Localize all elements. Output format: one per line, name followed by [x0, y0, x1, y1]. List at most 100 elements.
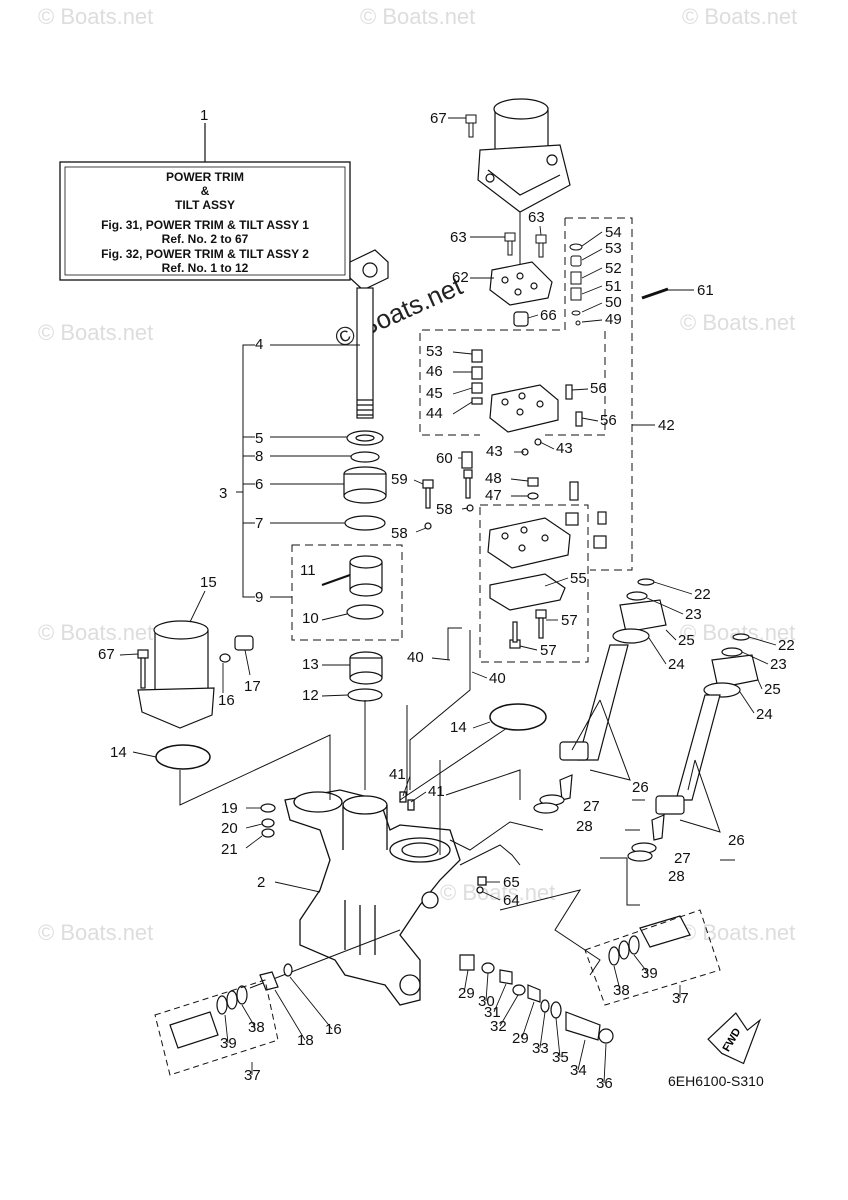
ref-label: 14: [450, 719, 467, 736]
ref-label: 14: [110, 744, 127, 761]
info-title-line1: POWER TRIM: [166, 170, 244, 184]
ref-label: 13: [302, 656, 319, 673]
watermark-text: © Boats.net: [38, 620, 153, 645]
ref-label: 34: [570, 1062, 587, 1079]
ref-label: 43: [556, 440, 573, 457]
diagram-code: 6EH6100-S310: [668, 1073, 764, 1089]
ref-label: 50: [605, 294, 622, 311]
ref-label: 31: [484, 1004, 501, 1021]
tilt-cylinder-column: [321, 249, 389, 702]
ref-label: 58: [391, 525, 408, 542]
main-housing: [284, 789, 487, 1006]
ref-label: 57: [561, 612, 578, 629]
ref-label: 40: [407, 649, 424, 666]
reservoir-tank: [137, 620, 254, 729]
ref-label: 28: [576, 818, 593, 835]
screws-top: [465, 114, 547, 258]
ref-label: 62: [452, 269, 469, 286]
ref-labels: 67 63 63 62 66 54 53 52 51 50 49 61 53 4…: [98, 110, 795, 1092]
watermark-text: © Boats.net: [38, 920, 153, 945]
ref-label: 60: [436, 450, 453, 467]
ref-label: 23: [685, 606, 702, 623]
info-ref-line4: Fig. 31, POWER TRIM & TILT ASSY 1: [101, 218, 309, 232]
trim-motor: [477, 98, 571, 213]
info-ref-line5: Ref. No. 2 to 67: [162, 232, 249, 246]
ref-label: 21: [221, 841, 238, 858]
ref-label: 47: [485, 487, 502, 504]
ref-label: 27: [583, 798, 600, 815]
ref-label: 57: [540, 642, 557, 659]
ref-label: 67: [430, 110, 447, 127]
ref-label: 55: [570, 570, 587, 587]
ref-label: 61: [697, 282, 714, 299]
watermark-text: © Boats.net: [38, 4, 153, 29]
ref-label: 67: [98, 646, 115, 663]
ref-label: 9: [255, 589, 263, 606]
fwd-arrow: FWD: [707, 1012, 762, 1065]
ref-label: 38: [248, 1019, 265, 1036]
ref-label: 11: [300, 562, 316, 579]
watermark-text: © Boats.net: [440, 880, 555, 905]
ref-label: 10: [302, 610, 319, 627]
ref-label: 2: [257, 874, 265, 891]
ref-label-1: 1: [200, 107, 208, 124]
label-leaders: [119, 117, 777, 1084]
valve-block-lower: [422, 451, 607, 649]
ref-label: 33: [532, 1040, 549, 1057]
ref-label: 19: [221, 800, 238, 817]
ref-label: 38: [613, 982, 630, 999]
ref-label: 42: [658, 417, 675, 434]
ref-label: 35: [552, 1049, 569, 1066]
ref-label: 24: [756, 706, 773, 723]
ref-label: 26: [632, 779, 649, 796]
dashed-group-37: [154, 909, 721, 1076]
ref-label: 66: [540, 307, 557, 324]
ref-label: 37: [672, 990, 689, 1007]
ref-label: 17: [244, 678, 261, 695]
trim-cylinders-right: [533, 578, 759, 862]
ref-label: 22: [778, 637, 795, 654]
ref-label: 7: [255, 515, 263, 532]
ref-label: 22: [694, 586, 711, 603]
ref-label: 44: [426, 405, 443, 422]
info-box: 1 POWER TRIM & TILT ASSY Fig. 31, POWER …: [59, 107, 351, 281]
ref-label: 53: [426, 343, 443, 360]
watermark-text: © Boats.net: [680, 310, 795, 335]
info-ref-line7: Ref. No. 1 to 12: [162, 261, 249, 275]
ref-label: 12: [302, 687, 319, 704]
ref-label: 49: [605, 311, 622, 328]
watermark-text: © Boats.net: [38, 320, 153, 345]
ref-label: 56: [590, 380, 607, 397]
watermark-text: © Boats.net: [680, 920, 795, 945]
watermark-text: © Boats.net: [682, 4, 797, 29]
ref-label: 5: [255, 430, 263, 447]
ref-label: 52: [605, 260, 622, 277]
ref-label: 63: [450, 229, 467, 246]
dashed-group-42: [291, 217, 633, 663]
info-title-line3: TILT ASSY: [175, 198, 235, 212]
bracket-group-3: [236, 344, 360, 598]
ref-label: 36: [596, 1075, 613, 1092]
ref-label: 56: [600, 412, 617, 429]
ref-label: 53: [605, 240, 622, 257]
ref-label: 48: [485, 470, 502, 487]
ref-label: 46: [426, 363, 443, 380]
ref-label: 26: [728, 832, 745, 849]
info-title-line2: &: [201, 184, 210, 198]
ref-label: 39: [220, 1035, 237, 1052]
ref-label: 45: [426, 385, 443, 402]
ref-label: 65: [503, 874, 520, 891]
ref-label: 16: [218, 692, 235, 709]
ref-label: 18: [297, 1032, 314, 1049]
ref-label: 40: [489, 670, 506, 687]
valve-plate-upper: [489, 261, 553, 327]
ref-label: 3: [219, 485, 227, 502]
ref-label: 30: [478, 993, 495, 1010]
ref-label: 64: [503, 892, 520, 909]
ref-label: 27: [674, 850, 691, 867]
ref-label: 41: [389, 766, 406, 783]
ref-label: 29: [458, 985, 475, 1002]
ref-label: 32: [490, 1018, 507, 1035]
ref-label: 58: [436, 501, 453, 518]
